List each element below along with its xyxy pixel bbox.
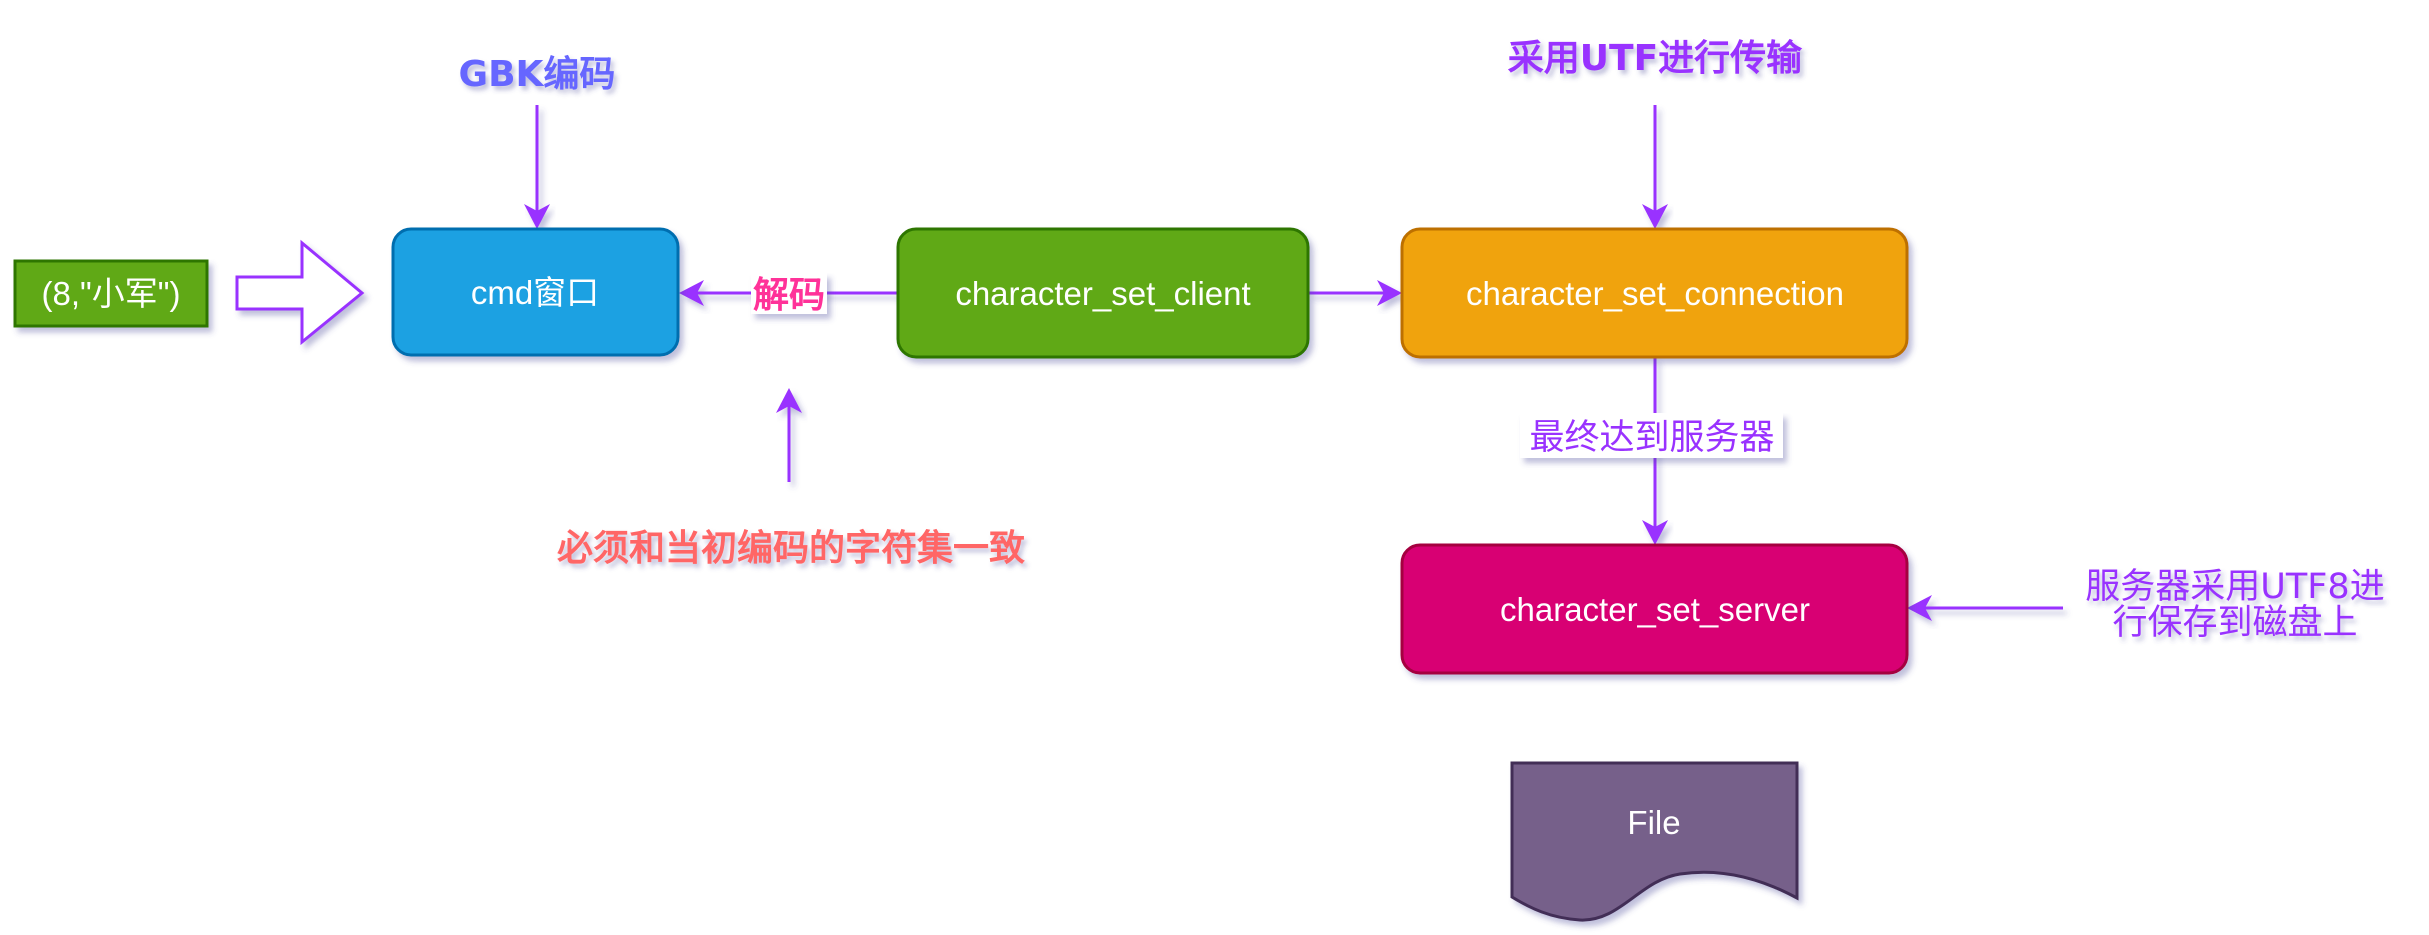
reach-server-label-text: 最终达到服务器: [1529, 418, 1774, 458]
edge-client-to-connection[interactable]: [1309, 280, 1402, 306]
input-value-text: (8,"小军"): [42, 275, 181, 312]
arrowhead-icon: [679, 280, 704, 306]
edge-utf-to-connection[interactable]: [1642, 105, 1668, 229]
node-client-label: character_set_client: [955, 275, 1250, 312]
edge-label-reach-server: 最终达到服务器: [1520, 413, 1783, 458]
edge-gbk-to-cmd[interactable]: [524, 105, 550, 229]
input-value-box[interactable]: (8,"小军"): [13, 259, 209, 328]
arrowhead-icon: [776, 388, 802, 413]
node-character-set-connection[interactable]: character_set_connection: [1400, 227, 1909, 359]
arrowhead-icon: [1642, 520, 1668, 545]
node-server-label: character_set_server: [1500, 591, 1810, 628]
arrowhead-icon: [1377, 280, 1402, 306]
annotation-server-save: 服务器采用UTF8进 行保存到磁盘上: [2085, 567, 2384, 643]
decode-label-text: 解码: [753, 275, 825, 316]
server-save-line-2: 行保存到磁盘上: [2112, 603, 2357, 643]
node-connection-label: character_set_connection: [1466, 275, 1844, 312]
annotation-utf-transfer: 采用UTF进行传输: [1508, 38, 1803, 79]
arrowhead-icon: [524, 204, 550, 229]
arrowhead-icon: [1642, 204, 1668, 229]
edge-note-to-server[interactable]: [1907, 595, 2063, 621]
annotation-gbk-encoding: GBK编码: [459, 54, 616, 95]
edge-label-decode: 解码: [751, 273, 827, 316]
edge-note-to-decode[interactable]: [776, 388, 802, 482]
node-cmd-window[interactable]: cmd窗口: [391, 227, 680, 357]
node-cmd-label: cmd窗口: [471, 274, 599, 311]
arrowhead-icon: [1907, 595, 1932, 621]
annotation-must-match-charset: 必须和当初编码的字符集一致: [557, 528, 1025, 569]
node-file-document[interactable]: File: [1510, 761, 1799, 922]
hollow-arrow-icon: [235, 239, 365, 346]
node-character-set-client[interactable]: character_set_client: [896, 227, 1310, 359]
node-file-label: File: [1627, 804, 1680, 841]
server-save-line-1: 服务器采用UTF8进: [2085, 567, 2384, 607]
node-character-set-server[interactable]: character_set_server: [1400, 543, 1909, 675]
